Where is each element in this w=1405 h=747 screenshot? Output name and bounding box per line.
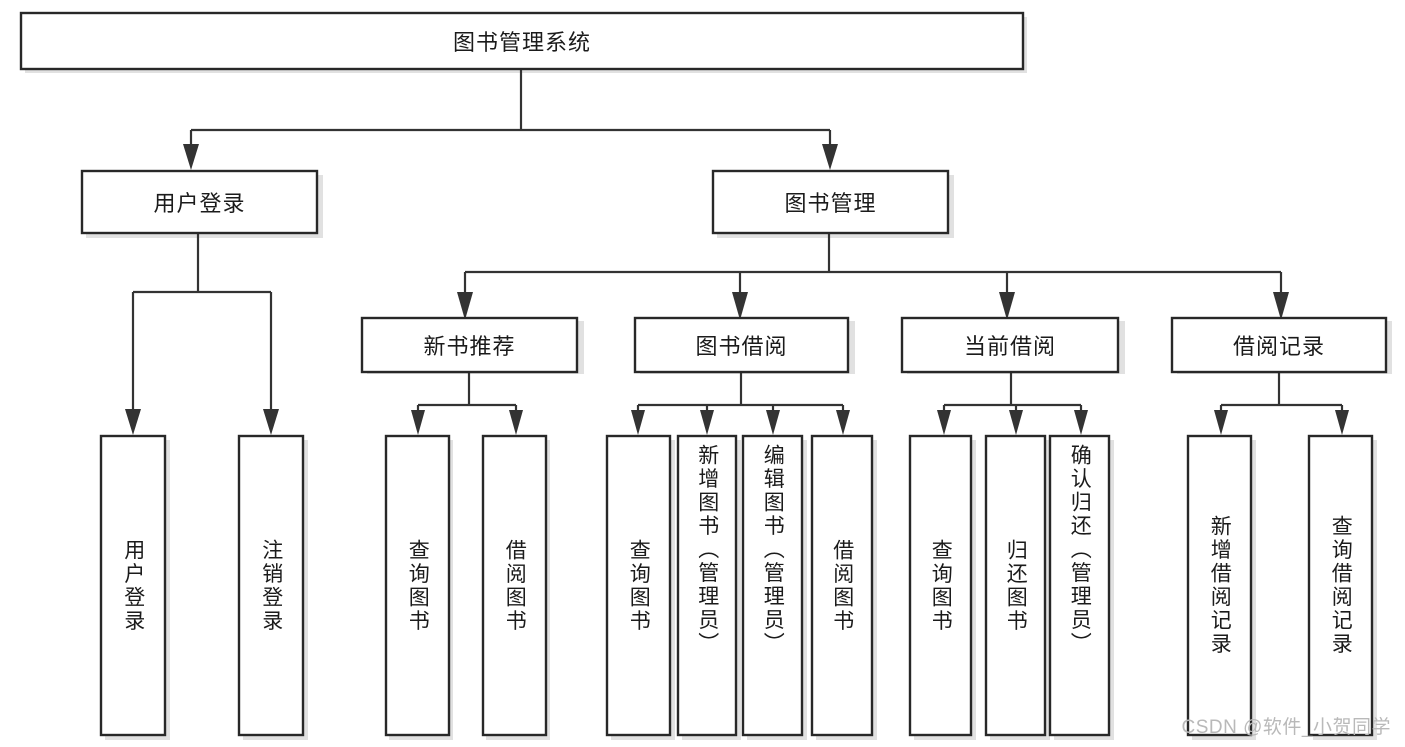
node-leaf-query-book-3[interactable] (908, 434, 973, 737)
connector-arrowheads (125, 144, 1349, 435)
node-book-borrow[interactable] (633, 316, 850, 374)
node-leaf-return-book[interactable] (984, 434, 1047, 737)
node-leaf-query-record[interactable] (1307, 434, 1374, 737)
node-borrow-record[interactable] (1170, 316, 1388, 374)
node-user-login[interactable] (80, 169, 319, 235)
node-leaf-add-record[interactable] (1186, 434, 1253, 737)
node-leaf-add-book[interactable] (676, 434, 738, 737)
node-current-borrow[interactable] (900, 316, 1120, 374)
node-boxes (19, 11, 1388, 737)
node-new-book-rec[interactable] (360, 316, 579, 374)
node-leaf-edit-book[interactable] (741, 434, 804, 737)
node-leaf-query-book-2[interactable] (605, 434, 672, 737)
node-book-manage[interactable] (711, 169, 950, 235)
node-leaf-borrow-book-1[interactable] (481, 434, 548, 737)
node-leaf-logout[interactable] (237, 434, 305, 737)
node-leaf-user-login[interactable] (99, 434, 167, 737)
node-root[interactable] (19, 11, 1025, 71)
node-leaf-borrow-book-2[interactable] (810, 434, 874, 737)
csdn-watermark: CSDN @软件_小贺同学 (1181, 717, 1391, 738)
node-leaf-query-book-1[interactable] (384, 434, 451, 737)
node-leaf-confirm-return[interactable] (1048, 434, 1111, 737)
